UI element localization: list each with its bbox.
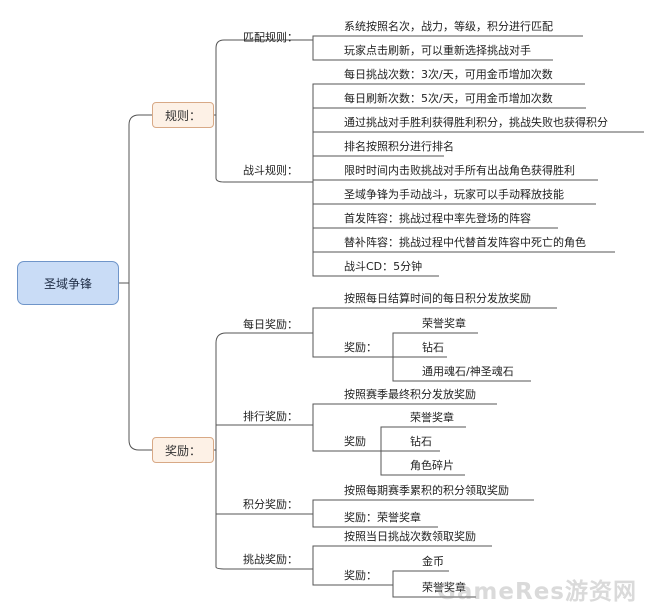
match-rule-item[interactable]: 系统按照名次，战力，等级，积分进行匹配	[344, 20, 553, 33]
rank-reward-item[interactable]: 荣誉奖章	[410, 411, 454, 424]
rank-reward-item[interactable]: 钻石	[410, 435, 432, 448]
daily-reward-item[interactable]: 通用魂石/神圣魂石	[422, 365, 514, 378]
battle-rule-item[interactable]: 限时时间内击败挑战对手所有出战角色获得胜利	[344, 164, 575, 177]
rewards-category-node[interactable]: 奖励：	[152, 437, 214, 463]
match-rule-item[interactable]: 玩家点击刷新，可以重新选择挑战对手	[344, 44, 531, 57]
points-reward-item[interactable]: 奖励：荣誉奖章	[344, 511, 421, 524]
points-rewards-node[interactable]: 积分奖励：	[243, 498, 298, 511]
battle-rules-node[interactable]: 战斗规则：	[243, 164, 298, 177]
battle-rule-item[interactable]: 每日刷新次数：5次/天，可用金币增加次数	[344, 92, 553, 105]
battle-rule-item[interactable]: 排名按照积分进行排名	[344, 140, 454, 153]
points-reward-desc[interactable]: 按照每期赛季累积的积分领取奖励	[344, 484, 509, 497]
challenge-reward-item[interactable]: 荣誉奖章	[422, 581, 466, 594]
rules-category-node[interactable]: 规则：	[152, 102, 214, 128]
challenge-reward-label[interactable]: 奖励：	[344, 569, 377, 582]
daily-rewards-node[interactable]: 每日奖励：	[243, 318, 298, 331]
battle-rule-item[interactable]: 替补阵容：挑战过程中代替首发阵容中死亡的角色	[344, 236, 586, 249]
daily-reward-item[interactable]: 荣誉奖章	[422, 317, 466, 330]
battle-rule-item[interactable]: 每日挑战次数：3次/天，可用金币增加次数	[344, 68, 553, 81]
rank-reward-label[interactable]: 奖励	[344, 435, 366, 448]
battle-rule-item[interactable]: 通过挑战对手胜利获得胜利积分，挑战失败也获得积分	[344, 116, 608, 129]
daily-reward-item[interactable]: 钻石	[422, 341, 444, 354]
rank-reward-desc[interactable]: 按照赛季最终积分发放奖励	[344, 388, 476, 401]
watermark: GameRes游资网	[437, 579, 637, 605]
match-rules-node[interactable]: 匹配规则：	[243, 31, 298, 44]
battle-rule-item[interactable]: 首发阵容：挑战过程中率先登场的阵容	[344, 212, 531, 225]
challenge-reward-item[interactable]: 金币	[422, 555, 444, 568]
battle-rule-item[interactable]: 圣域争锋为手动战斗，玩家可以手动释放技能	[344, 188, 564, 201]
daily-reward-label[interactable]: 奖励：	[344, 341, 377, 354]
rank-reward-item[interactable]: 角色碎片	[410, 459, 454, 472]
root-node[interactable]: 圣域争锋	[17, 261, 119, 305]
battle-rule-item[interactable]: 战斗CD：5分钟	[344, 260, 423, 273]
challenge-rewards-node[interactable]: 挑战奖励：	[243, 553, 298, 566]
daily-reward-desc[interactable]: 按照每日结算时间的每日积分发放奖励	[344, 292, 531, 305]
rank-rewards-node[interactable]: 排行奖励：	[243, 410, 298, 423]
challenge-reward-desc[interactable]: 按照当日挑战次数领取奖励	[344, 530, 476, 543]
